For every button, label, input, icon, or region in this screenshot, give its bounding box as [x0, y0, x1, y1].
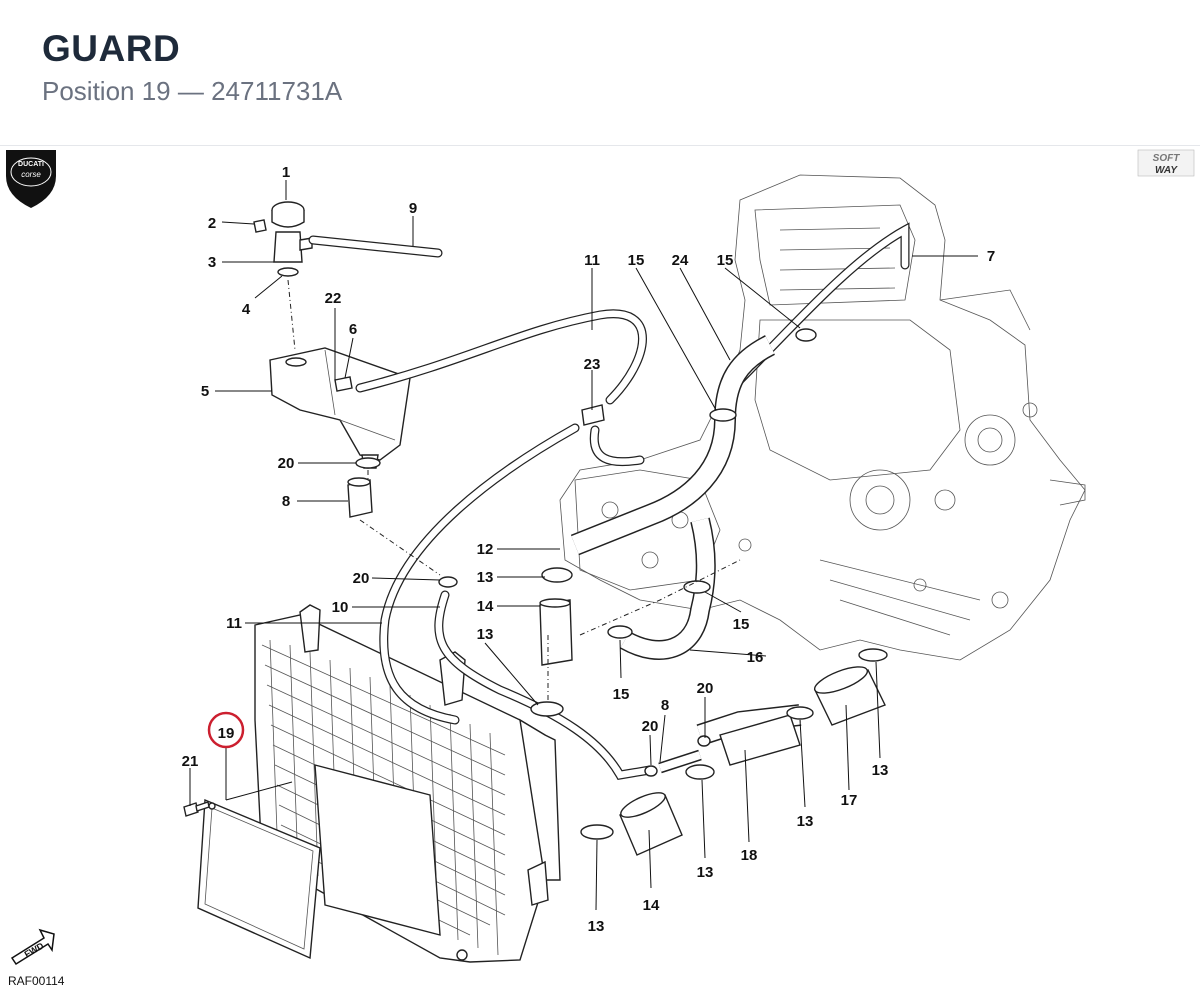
callout-19[interactable]: 19: [218, 725, 235, 742]
callout-9[interactable]: 9: [409, 200, 417, 217]
callout-7[interactable]: 7: [987, 248, 995, 265]
page-header: GUARD Position 19 — 24711731A: [42, 28, 342, 107]
callout-14a[interactable]: 14: [477, 598, 494, 615]
fittings: [334, 376, 605, 426]
callout-16[interactable]: 16: [747, 649, 764, 666]
leader-lines: [189, 180, 978, 911]
callout-11[interactable]: 11: [584, 252, 600, 269]
callout-13c[interactable]: 13: [588, 918, 605, 935]
callout-3[interactable]: 3: [208, 254, 216, 271]
highlighted-callout-19[interactable]: 19: [207, 711, 245, 749]
callout-18[interactable]: 18: [741, 847, 758, 864]
callout-4[interactable]: 4: [242, 301, 251, 318]
callout-13f[interactable]: 13: [872, 762, 889, 779]
callout-1[interactable]: 1: [282, 164, 290, 181]
svg-text:WAY: WAY: [1155, 165, 1178, 176]
screw-21: [183, 801, 210, 817]
callout-13a[interactable]: 13: [477, 569, 494, 586]
callout-13b[interactable]: 13: [477, 626, 494, 643]
hose-sleeves: [347, 477, 886, 856]
engine-block: [559, 174, 1086, 661]
header-divider: [0, 145, 1200, 146]
hose-clamps: [355, 328, 888, 840]
callout-15d[interactable]: 15: [613, 686, 630, 703]
callout-14b[interactable]: 14: [643, 897, 660, 914]
radiator: [254, 604, 561, 963]
callout-15c[interactable]: 15: [733, 616, 750, 633]
callout-8b[interactable]: 8: [661, 697, 669, 714]
callout-8[interactable]: 8: [282, 493, 290, 510]
callout-12[interactable]: 12: [477, 541, 494, 558]
callout-15a[interactable]: 15: [628, 252, 645, 269]
callout-17[interactable]: 17: [841, 792, 858, 809]
callout-20c[interactable]: 20: [697, 680, 714, 697]
guard-plate: [197, 798, 321, 960]
callout-22[interactable]: 22: [325, 290, 342, 307]
callout-21[interactable]: 21: [182, 753, 199, 770]
callout-20d[interactable]: 20: [642, 718, 659, 735]
ducati-corse-logo: DUCATI corse: [6, 150, 56, 208]
callout-5[interactable]: 5: [201, 383, 209, 400]
svg-text:DUCATI: DUCATI: [18, 161, 44, 168]
filler-cap-assembly: [253, 201, 313, 277]
softway-logo: SOFT WAY: [1137, 149, 1195, 177]
page-subtitle: Position 19 — 24711731A: [42, 76, 343, 106]
expansion-tank: [269, 347, 411, 469]
diagram-code: RAF00114: [8, 974, 65, 988]
callout-10[interactable]: 10: [332, 599, 349, 616]
svg-text:corse: corse: [21, 170, 41, 179]
callout-15b[interactable]: 15: [717, 252, 734, 269]
callout-2[interactable]: 2: [208, 215, 216, 232]
svg-text:SOFT: SOFT: [1153, 153, 1181, 164]
callout-6[interactable]: 6: [349, 321, 357, 338]
center-lines: [287, 279, 741, 700]
callout-13e[interactable]: 13: [797, 813, 814, 830]
callout-20a[interactable]: 20: [278, 455, 295, 472]
callout-13d[interactable]: 13: [697, 864, 714, 881]
callout-labels: 1 2 3 4 5 6 7 8 8 9 10 11 11 12 13 13 13…: [182, 164, 996, 935]
fwd-arrow-icon: FWD: [10, 928, 55, 966]
callout-23[interactable]: 23: [584, 356, 601, 373]
callout-11b[interactable]: 11: [226, 615, 242, 632]
callout-20b[interactable]: 20: [353, 570, 370, 587]
page-title: GUARD: [42, 28, 181, 69]
callout-24[interactable]: 24: [672, 252, 689, 269]
